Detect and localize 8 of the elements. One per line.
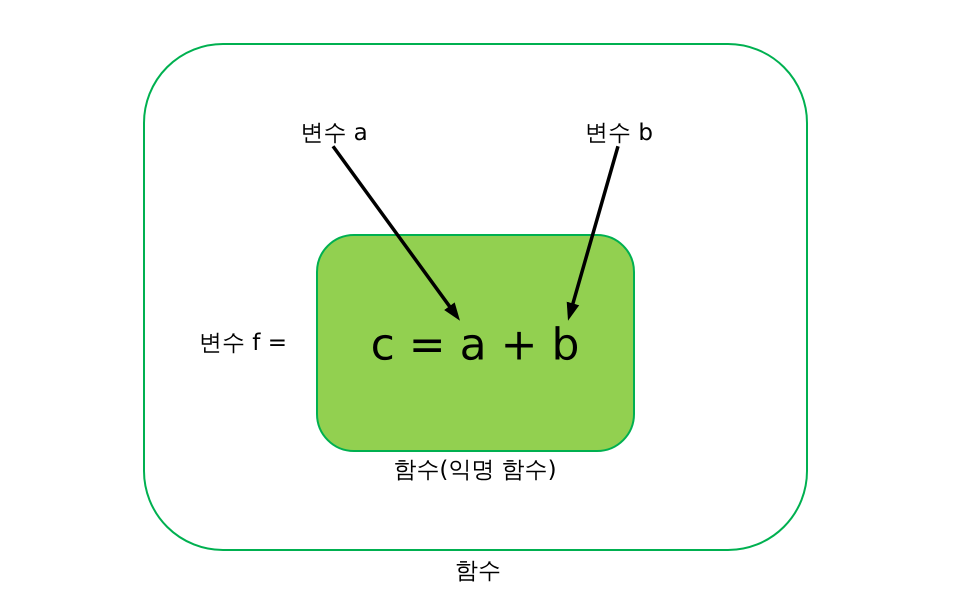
variable-label: 변수 b <box>585 120 653 146</box>
text-label: 변수 f = <box>199 330 287 356</box>
formula-text: c = a + b <box>370 320 580 372</box>
arrow <box>566 146 620 322</box>
arrow <box>332 145 462 322</box>
box-caption: 함수 <box>455 558 501 584</box>
box-caption: 함수(익명 함수) <box>393 456 557 484</box>
variable-label: 변수 a <box>300 120 368 146</box>
